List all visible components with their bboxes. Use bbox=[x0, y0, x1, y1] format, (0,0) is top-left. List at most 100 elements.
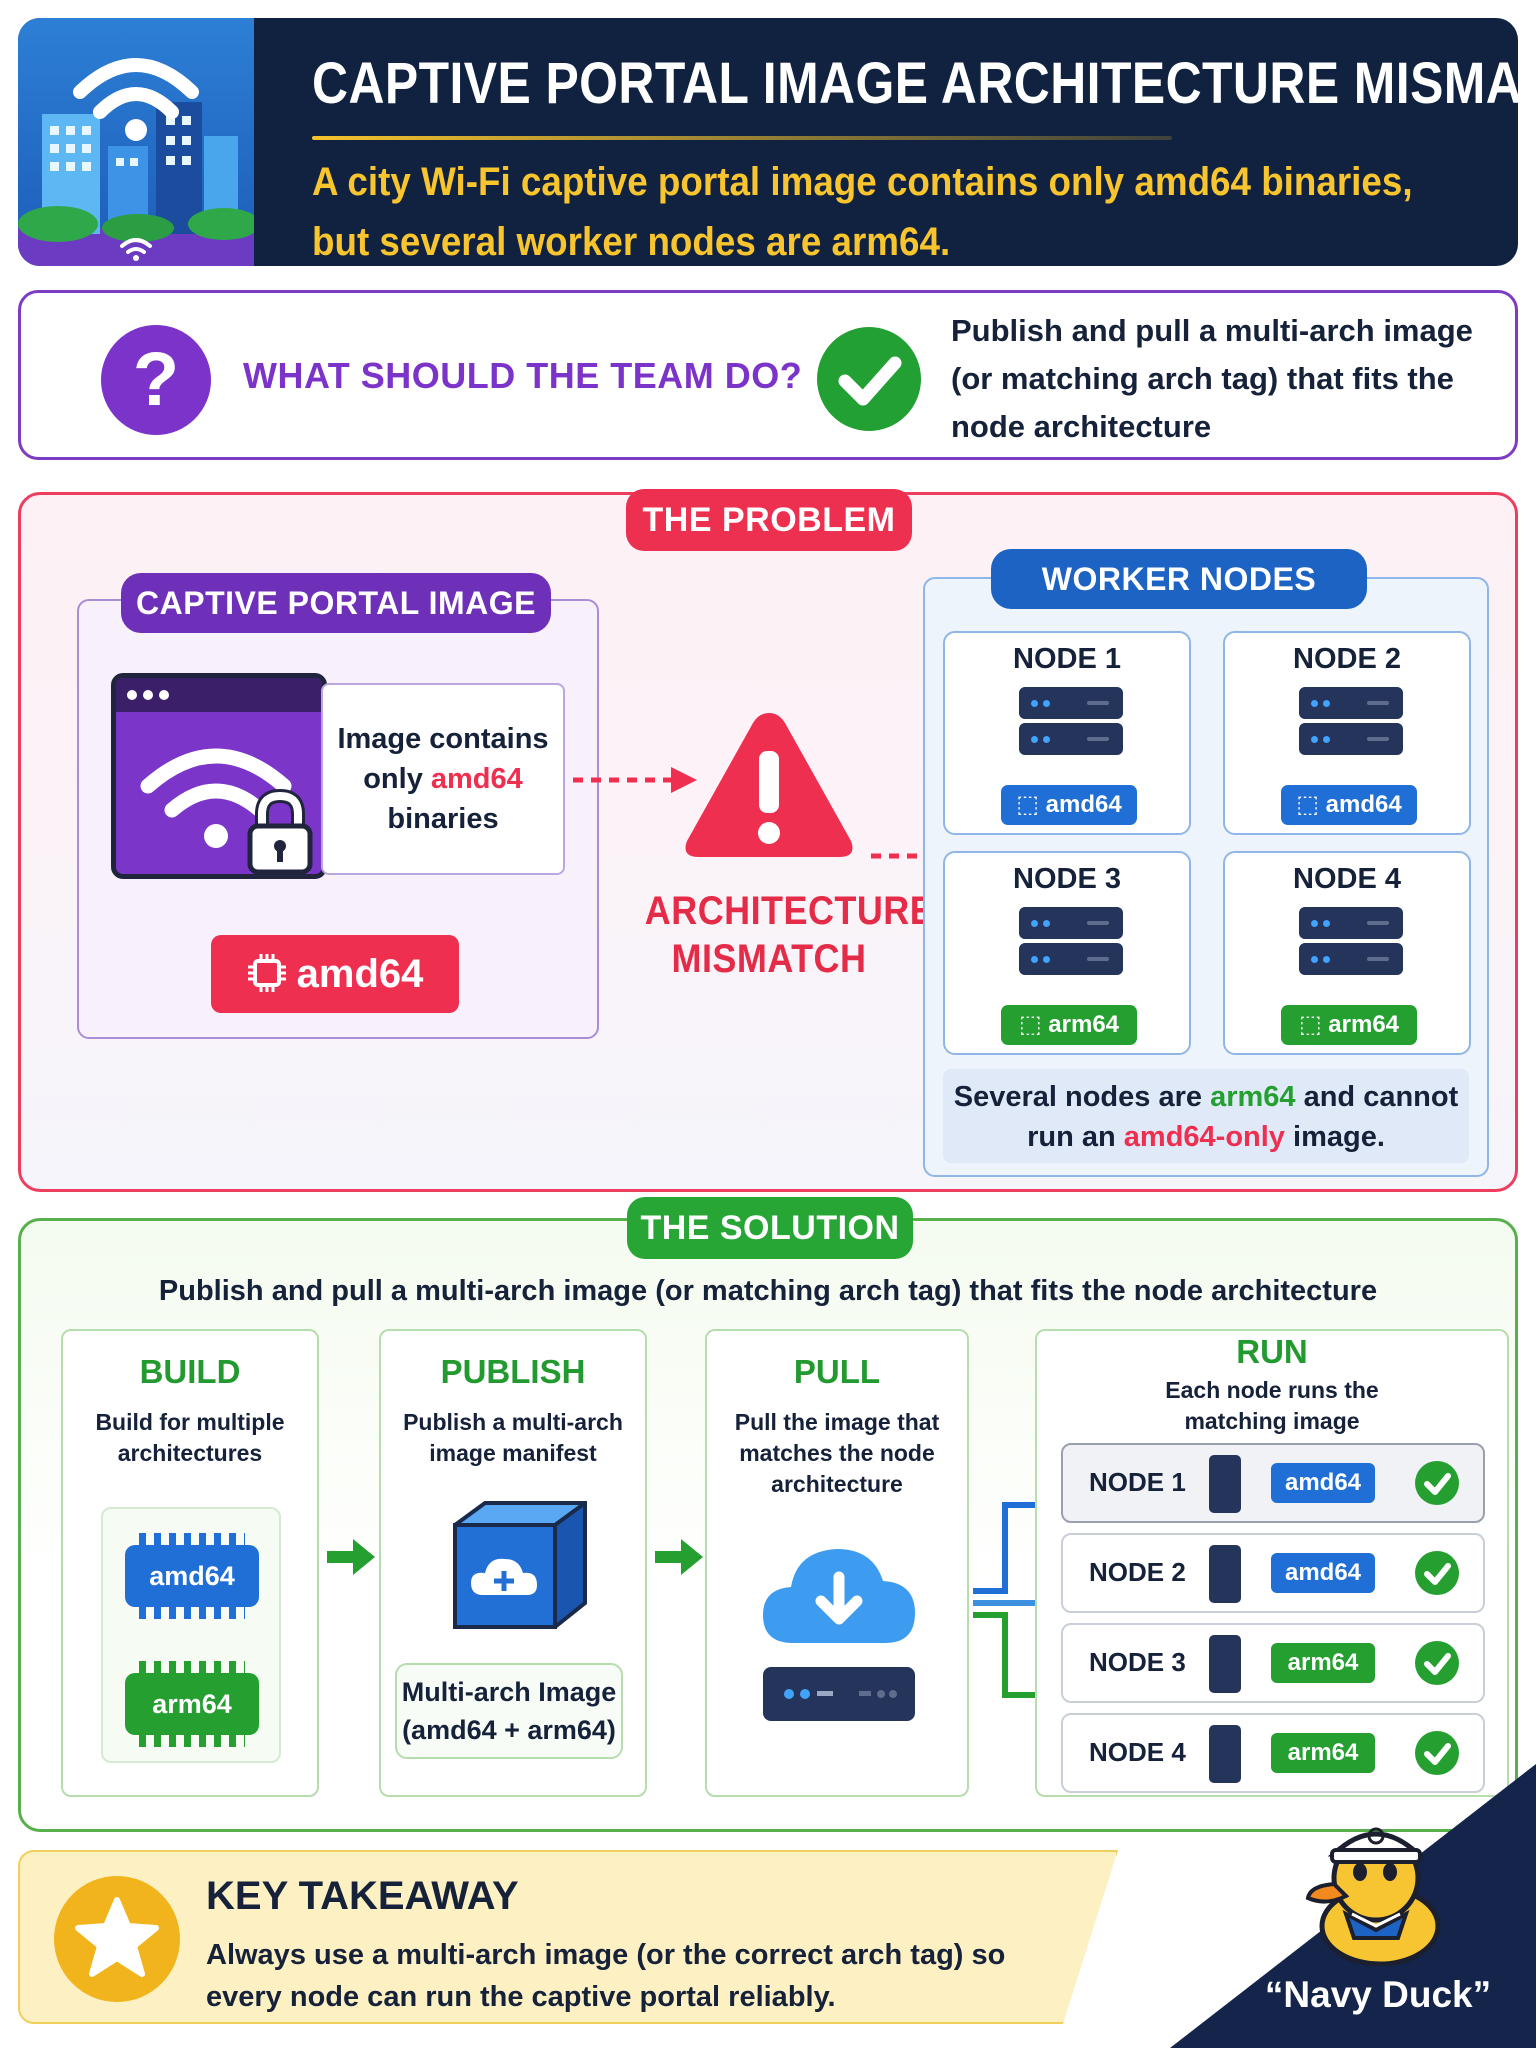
pull-desc: Pull the image that matches the node arc… bbox=[734, 1409, 940, 1497]
pull-title: PULL bbox=[793, 1353, 881, 1390]
question-box: ? WHAT SHOULD THE TEAM DO? Publish and p… bbox=[18, 290, 1518, 460]
node-card-3: NODE 3 ⬚ arm64 bbox=[943, 851, 1191, 1055]
run-arch-tag: amd64 bbox=[1271, 1463, 1375, 1503]
publish-desc: Publish a multi-arch image manifest bbox=[403, 1409, 623, 1466]
image-arch-badge: amd64 bbox=[211, 935, 459, 1013]
note-arm: arm64 bbox=[1210, 1081, 1296, 1113]
problem-label: THE PROBLEM bbox=[626, 489, 912, 551]
build-desc: Build for multiple architectures bbox=[95, 1409, 285, 1466]
takeaway-title: KEY TAKEAWAY bbox=[206, 1874, 519, 1918]
callout-arch: amd64 bbox=[430, 763, 523, 795]
server-icon bbox=[1019, 943, 1123, 975]
check-circle-icon bbox=[1415, 1731, 1459, 1775]
container-box-icon bbox=[453, 1501, 587, 1629]
publish-title: PUBLISH bbox=[440, 1353, 586, 1390]
run-row-1: NODE 1 amd64 bbox=[1061, 1443, 1485, 1523]
check-circle-icon bbox=[1415, 1641, 1459, 1685]
key-takeaway-box: KEY TAKEAWAY Always use a multi-arch ima… bbox=[18, 1850, 1118, 2024]
cpu-chip-icon bbox=[247, 954, 286, 992]
server-icon bbox=[1299, 907, 1403, 939]
node-arch-tag: ⬚ arm64 bbox=[1001, 1005, 1137, 1045]
image-callout-text: Image contains only amd64 binaries bbox=[323, 719, 563, 839]
title-underline bbox=[312, 136, 1172, 140]
pull-step: PULL Pull the image that matches the nod… bbox=[705, 1329, 969, 1797]
solution-label: THE SOLUTION bbox=[627, 1197, 913, 1259]
node-card-1: NODE 1 ⬚ amd64 bbox=[943, 631, 1191, 835]
image-arch-text: amd64 bbox=[296, 952, 424, 996]
node-arch-tag: ⬚ amd64 bbox=[1281, 785, 1417, 825]
run-arch-tag: arm64 bbox=[1271, 1643, 1375, 1683]
worker-nodes-title: WORKER NODES bbox=[991, 549, 1367, 609]
check-circle-icon bbox=[817, 327, 921, 431]
multi-arch-image-label: Multi-arch Image (amd64 + arm64) bbox=[395, 1663, 623, 1759]
arrow-right-icon bbox=[327, 1539, 375, 1575]
run-node-name: NODE 3 bbox=[1089, 1647, 1186, 1677]
node-arch-text: amd64 bbox=[1045, 791, 1122, 818]
build-title: BUILD bbox=[139, 1353, 241, 1390]
portal-window-icon bbox=[111, 673, 327, 879]
header-banner: CAPTIVE PORTAL IMAGE ARCHITECTURE MISMAT… bbox=[18, 18, 1518, 266]
server-icon bbox=[1209, 1545, 1241, 1603]
cpu-chip-icon: arm64 bbox=[125, 1661, 259, 1747]
page-title: CAPTIVE PORTAL IMAGE ARCHITECTURE MISMAT… bbox=[312, 51, 1518, 116]
image-callout: Image contains only amd64 binaries bbox=[321, 683, 565, 875]
captive-portal-image-title: CAPTIVE PORTAL IMAGE bbox=[121, 573, 551, 633]
check-circle-icon bbox=[1415, 1461, 1459, 1505]
callout-pre: Image contains only bbox=[337, 723, 549, 795]
window-titlebar bbox=[116, 678, 322, 712]
run-row-4: NODE 4 arm64 bbox=[1061, 1713, 1485, 1793]
mismatch-line-2: MISMATCH bbox=[671, 937, 867, 981]
answer-text: Publish and pull a multi-arch image (or … bbox=[951, 313, 1473, 444]
run-node-name: NODE 1 bbox=[1089, 1467, 1186, 1497]
nodes-note: Several nodes are arm64 and cannot run a… bbox=[943, 1069, 1469, 1163]
server-icon bbox=[1299, 687, 1403, 719]
cpu-chip-icon: amd64 bbox=[125, 1533, 259, 1619]
node-name: NODE 1 bbox=[1013, 643, 1121, 675]
run-arch-tag: arm64 bbox=[1271, 1733, 1375, 1773]
node-name: NODE 4 bbox=[1293, 863, 1401, 895]
node-name: NODE 2 bbox=[1293, 643, 1401, 675]
node-arch-text: arm64 bbox=[1048, 1011, 1120, 1038]
run-row-2: NODE 2 amd64 bbox=[1061, 1533, 1485, 1613]
note-mid: and cannot run an bbox=[1027, 1081, 1459, 1153]
wifi-city-icon bbox=[18, 58, 260, 266]
node-name: NODE 3 bbox=[1013, 863, 1121, 895]
subtitle-line-2: but several worker nodes are arm64. bbox=[312, 220, 951, 264]
run-arch-tag: amd64 bbox=[1271, 1553, 1375, 1593]
mascot-label: “Navy Duck” bbox=[1264, 1974, 1492, 2015]
chip-arm64-label: arm64 bbox=[152, 1689, 232, 1719]
node-arch-text: arm64 bbox=[1328, 1011, 1400, 1038]
server-icon bbox=[1019, 907, 1123, 939]
subtitle-line-1: A city Wi-Fi captive portal image contai… bbox=[312, 160, 1413, 204]
dashed-connector bbox=[871, 853, 957, 859]
node-card-2: NODE 2 ⬚ amd64 bbox=[1223, 631, 1471, 835]
server-icon bbox=[1299, 943, 1403, 975]
question-mark-icon: ? bbox=[101, 325, 211, 435]
wifi-icon bbox=[140, 748, 292, 848]
mismatch-label: ARCHITECTURE MISMATCH bbox=[644, 887, 935, 983]
publish-step: PUBLISH Publish a multi-arch image manif… bbox=[379, 1329, 647, 1797]
problem-section: THE PROBLEM CAPTIVE PORTAL IMAGE Image c… bbox=[18, 489, 1518, 1192]
city-wifi-illustration bbox=[18, 18, 260, 266]
build-step: BUILD Build for multiple architectures a… bbox=[61, 1329, 319, 1797]
question-text: WHAT SHOULD THE TEAM DO? bbox=[243, 355, 803, 396]
node-arch-tag: ⬚ arm64 bbox=[1281, 1005, 1417, 1045]
server-icon bbox=[763, 1667, 915, 1721]
run-title: RUN bbox=[1236, 1333, 1308, 1370]
takeaway-text: Always use a multi-arch image (or the co… bbox=[206, 1939, 1006, 2013]
run-desc: Each node runs the matching image bbox=[1165, 1377, 1379, 1434]
server-icon bbox=[1209, 1635, 1241, 1693]
run-step: RUN Each node runs the matching image NO… bbox=[1035, 1329, 1509, 1797]
cloud-download-icon bbox=[763, 1549, 915, 1643]
arrow-right-icon bbox=[655, 1539, 703, 1575]
run-node-name: NODE 2 bbox=[1089, 1557, 1186, 1587]
run-node-name: NODE 4 bbox=[1089, 1737, 1186, 1767]
callout-post: binaries bbox=[387, 803, 499, 835]
lock-icon bbox=[247, 788, 313, 875]
check-circle-icon bbox=[1415, 1551, 1459, 1595]
server-icon bbox=[1019, 723, 1123, 755]
page-subtitle: A city Wi-Fi captive portal image contai… bbox=[312, 152, 1416, 266]
node-arch-tag: ⬚ amd64 bbox=[1001, 785, 1137, 825]
mismatch-line-1: ARCHITECTURE bbox=[644, 889, 935, 933]
chip-amd64-label: amd64 bbox=[149, 1561, 235, 1591]
